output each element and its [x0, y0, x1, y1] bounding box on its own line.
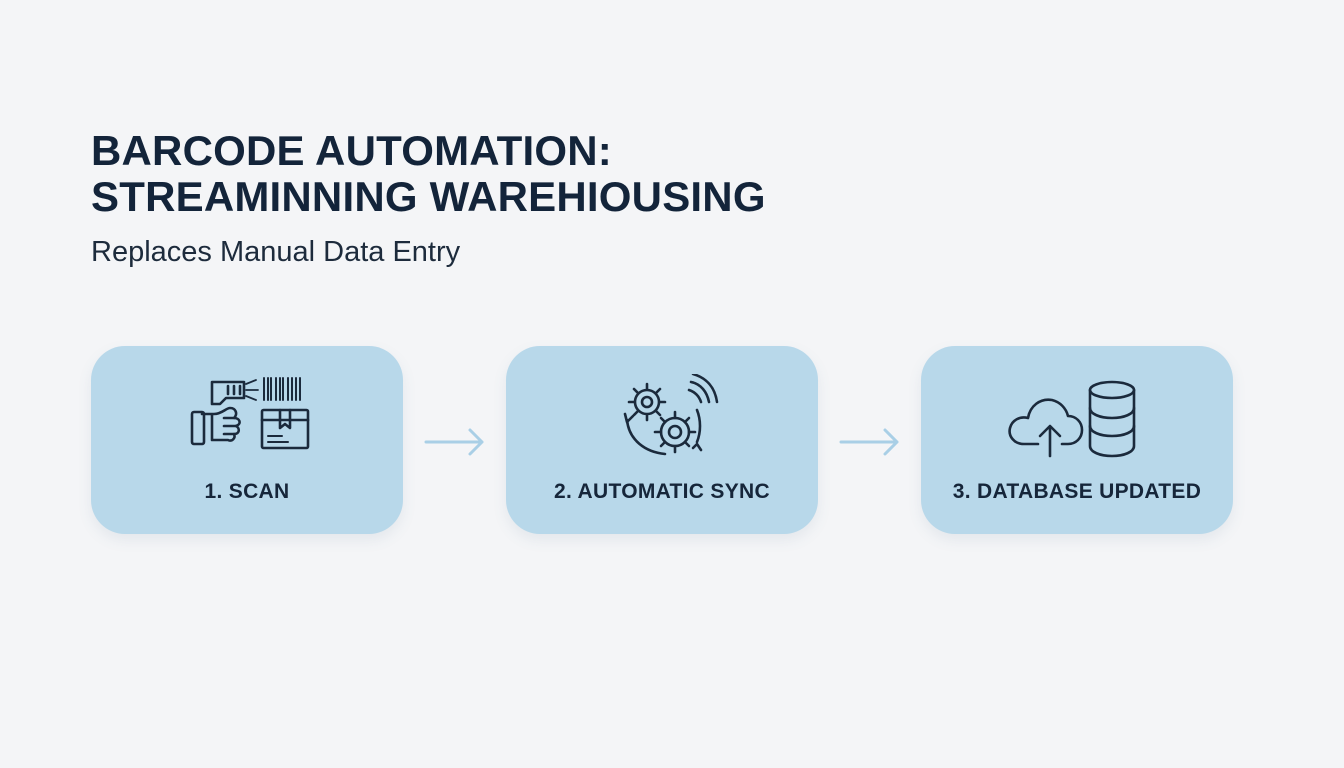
gear-sync-icon [623, 374, 719, 456]
title-line-1: BARCODE AUTOMATION: [91, 127, 612, 174]
step-card-automatic-sync: 2. AUTOMATIC SYNC [506, 346, 818, 534]
title-line-2: STREAMINNING WAREHIOUSING [91, 173, 766, 220]
barcode-scanner-icon [190, 377, 310, 450]
cloud-database-icon [1008, 380, 1136, 458]
page-title: BARCODE AUTOMATION: STREAMINNING WAREHIO… [91, 128, 766, 220]
arrow-right-icon [839, 428, 899, 456]
step-label-scan: 1. SCAN [204, 480, 290, 503]
step-label-database-updated: 3. DATABASE UPDATED [952, 480, 1202, 503]
step-card-database-updated: 3. DATABASE UPDATED [921, 346, 1233, 534]
step-label-automatic-sync: 2. AUTOMATIC SYNC [554, 480, 770, 503]
step-card-scan: 1. SCAN [91, 346, 403, 534]
page-subtitle: Replaces Manual Data Entry [91, 236, 461, 268]
arrow-right-icon [424, 428, 484, 456]
